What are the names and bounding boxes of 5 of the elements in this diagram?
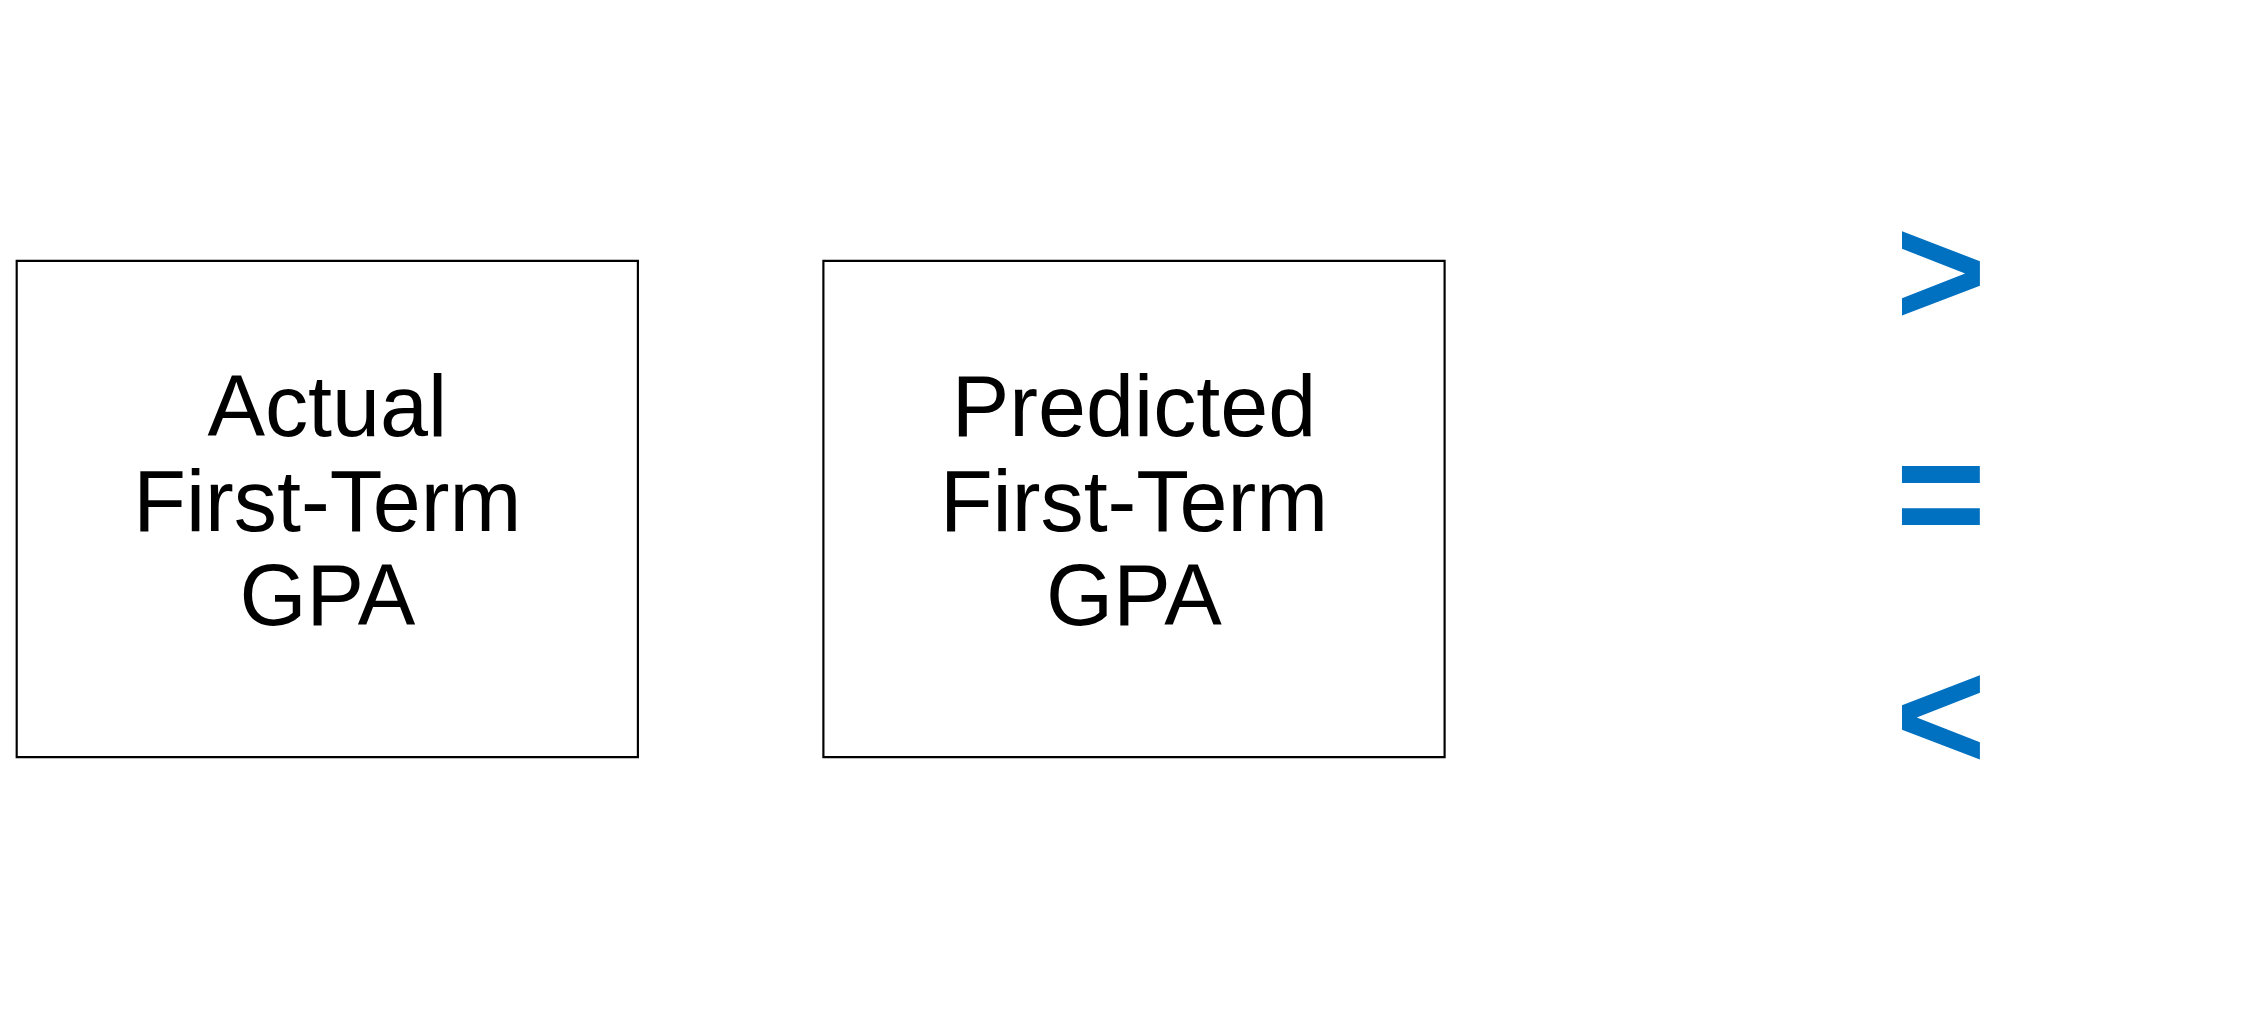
label: = bbox=[1895, 405, 1987, 580]
label: < bbox=[1895, 627, 1987, 802]
node-box: Predicted First-Term GPA bbox=[822, 259, 1446, 758]
node-box: Actual First-Term GPA bbox=[15, 259, 639, 758]
label: > bbox=[1895, 183, 1987, 358]
